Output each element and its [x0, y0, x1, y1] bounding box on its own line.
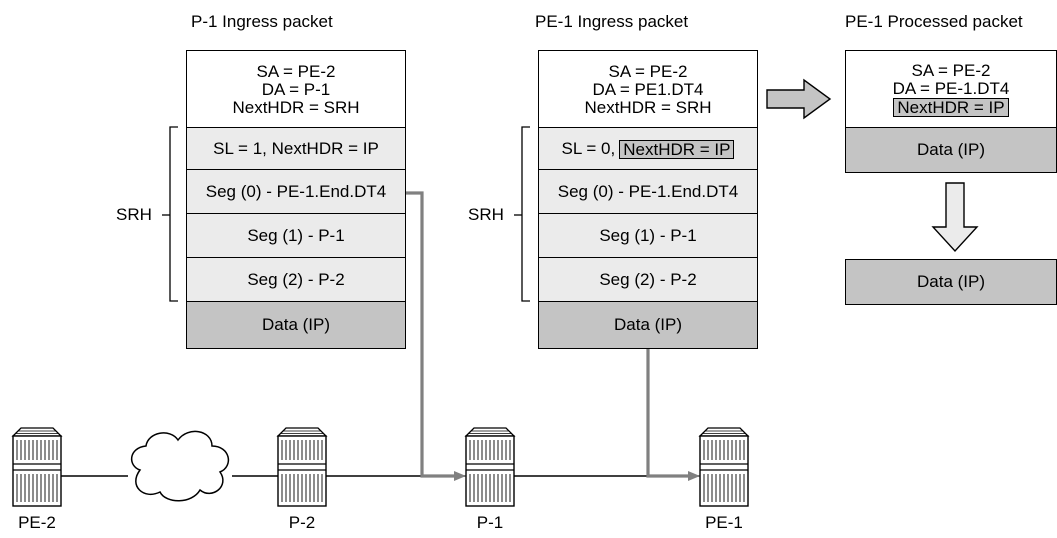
router-pe1-icon — [699, 427, 749, 507]
processed-header-da: DA = PE-1.DT4 — [892, 79, 1010, 98]
path-p1-to-pe1 — [646, 348, 690, 478]
processed-header-nexthdr-highlight: NextHDR = IP — [893, 98, 1009, 117]
srh-bracket-1 — [169, 126, 178, 302]
pe1-header-sa: SA = PE-2 — [608, 61, 688, 81]
pe1-ipv6-header: SA = PE-2 DA = PE1.DT4 NextHDR = SRH — [538, 50, 758, 129]
srh-bracket-2 — [521, 126, 530, 302]
pe1-seg-0: Seg (0) - PE-1.End.DT4 — [538, 169, 758, 215]
cloud-icon — [131, 430, 230, 502]
arrowhead-p1 — [454, 471, 466, 481]
pe1-sl-row: SL = 0, NextHDR = IP — [538, 127, 758, 171]
decapsulated-data-text: Data (IP) — [916, 272, 986, 291]
path-p2-to-p1 — [405, 191, 456, 478]
arrowhead-pe1 — [688, 471, 700, 481]
pe1-sl-prefix: SL = 0, — [561, 139, 616, 158]
p1-header-nexthdr: NextHDR = SRH — [232, 97, 360, 117]
p1-sl-text: SL = 1, NextHDR = IP — [213, 139, 379, 158]
processed-header-sa: SA = PE-2 — [911, 61, 991, 80]
p1-seg-0: Seg (0) - PE-1.End.DT4 — [186, 169, 406, 215]
pe1-header-nexthdr: NextHDR = SRH — [584, 97, 712, 117]
node-label-p2: P-2 — [288, 513, 316, 532]
p1-srh-label: SRH — [116, 205, 152, 224]
pe1-seg-1-text: Seg (1) - P-1 — [599, 226, 697, 245]
p1-header-sa: SA = PE-2 — [256, 61, 336, 81]
p1-packet-title: P-1 Ingress packet — [191, 12, 333, 31]
p1-header-da: DA = P-1 — [261, 79, 331, 99]
pe1-ingress-title: PE-1 Ingress packet — [535, 12, 689, 31]
p1-seg-1-text: Seg (1) - P-1 — [247, 226, 345, 245]
node-label-pe1: PE-1 — [705, 513, 743, 532]
p1-data-text: Data (IP) — [261, 315, 331, 334]
decapsulated-data: Data (IP) — [845, 259, 1057, 305]
processed-data: Data (IP) — [845, 127, 1057, 173]
pe1-seg-2: Seg (2) - P-2 — [538, 257, 758, 303]
router-pe2-icon — [12, 427, 62, 507]
node-label-pe2: PE-2 — [18, 513, 56, 532]
decap-arrow-icon — [931, 182, 979, 253]
router-p2-icon — [277, 427, 327, 507]
node-label-p1: P-1 — [476, 513, 504, 532]
p1-seg-2: Seg (2) - P-2 — [186, 257, 406, 303]
pe1-processed-title: PE-1 Processed packet — [845, 12, 1023, 31]
pe1-data-text: Data (IP) — [613, 315, 683, 334]
pe1-seg-0-text: Seg (0) - PE-1.End.DT4 — [557, 182, 739, 201]
p1-seg-2-text: Seg (2) - P-2 — [247, 270, 345, 289]
processed-data-text: Data (IP) — [916, 140, 986, 159]
p1-sl-row: SL = 1, NextHDR = IP — [186, 127, 406, 171]
process-arrow-icon — [766, 78, 832, 120]
pe1-seg-2-text: Seg (2) - P-2 — [599, 270, 697, 289]
pe1-seg-1: Seg (1) - P-1 — [538, 213, 758, 259]
router-p1-icon — [465, 427, 515, 507]
pe1-data: Data (IP) — [538, 301, 758, 349]
pe1-sl-nexthdr-highlight: NextHDR = IP — [619, 139, 735, 159]
p1-ipv6-header: SA = PE-2 DA = P-1 NextHDR = SRH — [186, 50, 406, 129]
p1-seg-1: Seg (1) - P-1 — [186, 213, 406, 259]
pe1-header-da: DA = PE1.DT4 — [592, 79, 704, 99]
pe1-srh-label: SRH — [468, 205, 504, 224]
p1-seg-0-text: Seg (0) - PE-1.End.DT4 — [205, 182, 387, 201]
processed-ipv6-header: SA = PE-2 DA = PE-1.DT4 NextHDR = IP — [845, 50, 1057, 129]
p1-data: Data (IP) — [186, 301, 406, 349]
